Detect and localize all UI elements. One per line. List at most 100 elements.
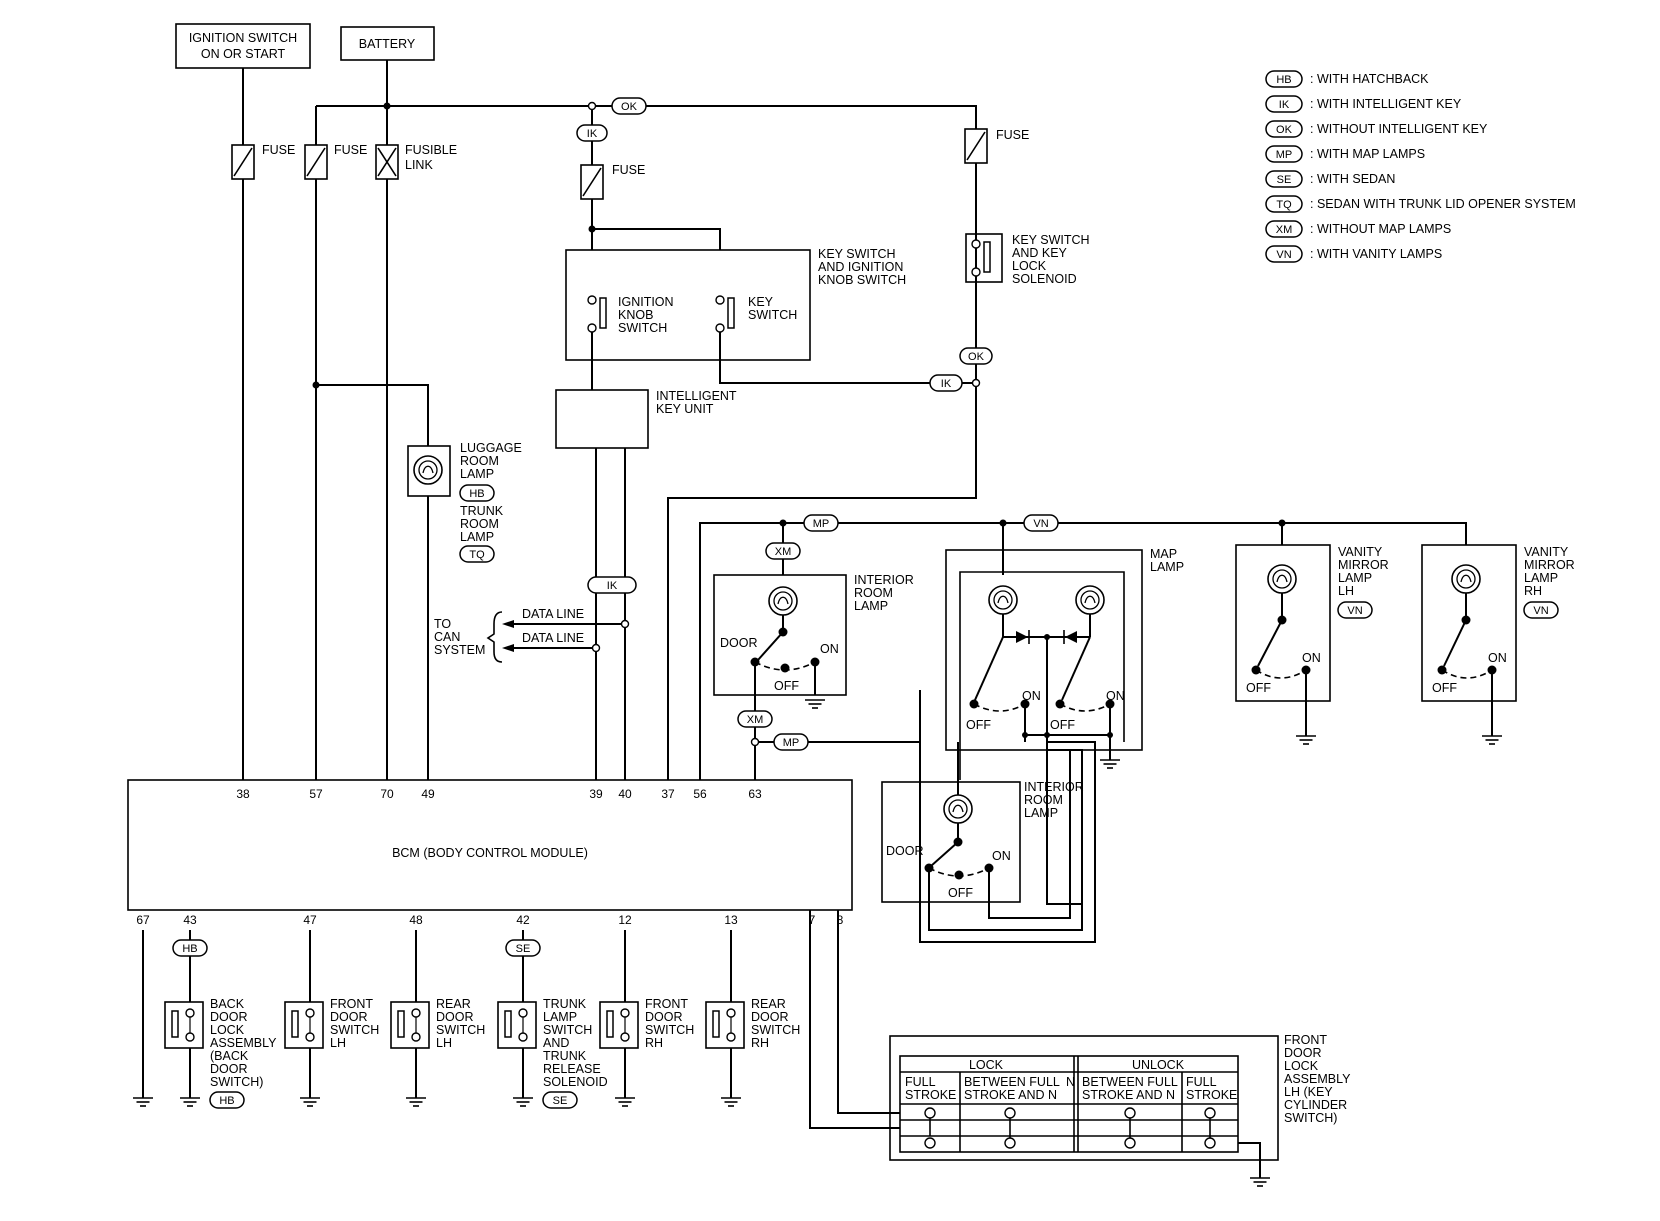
svg-text:: WITH MAP LAMPS: : WITH MAP LAMPS: [1310, 147, 1425, 161]
svg-text:ON: ON: [1022, 689, 1041, 703]
vanity-mirror-lamp-rh: ON OFF VANITY MIRROR LAMP RH: [1421, 544, 1575, 745]
svg-text:CYLINDER: CYLINDER: [1284, 1098, 1347, 1112]
svg-text:: SEDAN WITH TRUNK LID OPENER: : SEDAN WITH TRUNK LID OPENER SYSTEM: [1310, 197, 1576, 211]
legend: HB: WITH HATCHBACK IK: WITH INTELLIGENT …: [1265, 70, 1576, 263]
svg-text:HB: HB: [469, 488, 484, 500]
svg-text:(BACK: (BACK: [210, 1049, 249, 1063]
svg-text:XM: XM: [747, 714, 764, 726]
svg-text:RELEASE: RELEASE: [543, 1062, 601, 1076]
luggage-room-lamp: LUGGAGE ROOM LAMP TRUNK ROOM LAMP: [407, 441, 522, 544]
svg-text:SOLENOID: SOLENOID: [1012, 272, 1077, 286]
svg-text:SWITCH: SWITCH: [645, 1023, 694, 1037]
svg-text:REAR: REAR: [751, 997, 786, 1011]
legend-item: SE: WITH SEDAN: [1265, 170, 1395, 188]
svg-text:7: 7: [809, 913, 816, 927]
svg-text:SWITCH: SWITCH: [751, 1023, 800, 1037]
svg-text:IK: IK: [941, 378, 952, 390]
svg-text:57: 57: [309, 787, 323, 801]
tag-se-trunk: SE: [542, 1091, 578, 1109]
svg-text:FUSE: FUSE: [262, 143, 295, 157]
svg-text:STROKE: STROKE: [905, 1088, 956, 1102]
svg-text:N: N: [1066, 1075, 1075, 1089]
door-switch-wiring: [132, 930, 742, 1107]
svg-text:BETWEEN FULL: BETWEEN FULL: [1082, 1075, 1178, 1089]
svg-text:47: 47: [303, 913, 317, 927]
interior-room-lamp-mp: DOOR ON OFF INTERIOR ROOM LAMP: [881, 742, 1084, 931]
svg-text:HB: HB: [1276, 74, 1291, 86]
svg-text:HB: HB: [182, 943, 197, 955]
svg-text:SE: SE: [1277, 174, 1292, 186]
svg-text:8: 8: [837, 913, 844, 927]
svg-text:KEY UNIT: KEY UNIT: [656, 402, 714, 416]
svg-text:LAMP: LAMP: [1150, 560, 1184, 574]
svg-text:STROKE AND N: STROKE AND N: [1082, 1088, 1175, 1102]
battery-box: BATTERY: [340, 26, 435, 61]
svg-text:12: 12: [618, 913, 632, 927]
svg-text:OFF: OFF: [1432, 681, 1457, 695]
svg-text:SWITCH): SWITCH): [210, 1075, 263, 1089]
svg-text:ROOM: ROOM: [460, 517, 499, 531]
fuse-57: FUSE: [304, 143, 367, 180]
svg-text:FUSE: FUSE: [996, 128, 1029, 142]
svg-text:LH: LH: [330, 1036, 346, 1050]
svg-text:BACK: BACK: [210, 997, 245, 1011]
svg-text:OK: OK: [1276, 124, 1293, 136]
svg-text:DOOR: DOOR: [886, 844, 924, 858]
svg-text:XM: XM: [1276, 224, 1293, 236]
svg-text:LH: LH: [1338, 584, 1354, 598]
svg-text:VANITY: VANITY: [1338, 545, 1383, 559]
svg-text:DOOR: DOOR: [436, 1010, 474, 1024]
svg-text:ON: ON: [1106, 689, 1125, 703]
svg-text:DATA LINE: DATA LINE: [522, 631, 584, 645]
svg-text:ON: ON: [1302, 651, 1321, 665]
svg-text:DOOR: DOOR: [751, 1010, 789, 1024]
svg-text:REAR: REAR: [436, 997, 471, 1011]
svg-text:SWITCH: SWITCH: [543, 1023, 592, 1037]
svg-text:FUSIBLE: FUSIBLE: [405, 143, 457, 157]
svg-text:TRUNK: TRUNK: [460, 504, 504, 518]
svg-text:TQ: TQ: [1276, 199, 1292, 211]
svg-text:DOOR: DOOR: [330, 1010, 368, 1024]
svg-text:VN: VN: [1276, 249, 1291, 261]
svg-text:LH: LH: [436, 1036, 452, 1050]
svg-text:VN: VN: [1533, 605, 1548, 617]
svg-text:SYSTEM: SYSTEM: [434, 643, 485, 657]
svg-text:DOOR: DOOR: [210, 1010, 248, 1024]
svg-text:: WITHOUT MAP LAMPS: : WITHOUT MAP LAMPS: [1310, 222, 1451, 236]
svg-text:LAMP: LAMP: [460, 467, 494, 481]
svg-text:AND KEY: AND KEY: [1012, 246, 1068, 260]
legend-item: IK: WITH INTELLIGENT KEY: [1265, 95, 1462, 113]
svg-text:SWITCH): SWITCH): [1284, 1111, 1337, 1125]
svg-text:RH: RH: [751, 1036, 769, 1050]
svg-text:70: 70: [380, 787, 394, 801]
vanity-mirror-lamp-lh: ON OFF VANITY MIRROR LAMP LH: [1235, 544, 1389, 745]
svg-text:: WITH VANITY LAMPS: : WITH VANITY LAMPS: [1310, 247, 1442, 261]
svg-text:OK: OK: [621, 101, 638, 113]
svg-text:LUGGAGE: LUGGAGE: [460, 441, 522, 455]
tag-xm: XM: [765, 542, 801, 560]
svg-text:ASSEMBLY: ASSEMBLY: [210, 1036, 277, 1050]
tag-hb-luggage: HB: [459, 484, 495, 502]
svg-text:LAMP: LAMP: [543, 1010, 577, 1024]
svg-text:INTERIOR: INTERIOR: [1024, 780, 1084, 794]
svg-text:LAMP: LAMP: [1024, 806, 1058, 820]
svg-text:LAMP: LAMP: [1338, 571, 1372, 585]
svg-text:TO: TO: [434, 617, 451, 631]
svg-text:SWITCH: SWITCH: [748, 308, 797, 322]
svg-text:40: 40: [618, 787, 632, 801]
svg-text:KEY SWITCH: KEY SWITCH: [818, 247, 896, 261]
svg-text:RH: RH: [1524, 584, 1542, 598]
svg-text:XM: XM: [775, 546, 792, 558]
tag-ik-2: IK: [929, 374, 963, 392]
tag-ik: IK: [576, 124, 608, 142]
svg-text:48: 48: [409, 913, 423, 927]
svg-text:SE: SE: [516, 943, 531, 955]
front-door-switch-lh: FRONT DOOR SWITCH LH: [284, 997, 379, 1050]
svg-text:ON: ON: [1488, 651, 1507, 665]
bcm-label: BCM (BODY CONTROL MODULE): [392, 846, 588, 860]
svg-text:RH: RH: [645, 1036, 663, 1050]
svg-text:LAMP: LAMP: [854, 599, 888, 613]
svg-text:UNLOCK: UNLOCK: [1132, 1058, 1185, 1072]
svg-text:LOCK: LOCK: [1012, 259, 1047, 273]
